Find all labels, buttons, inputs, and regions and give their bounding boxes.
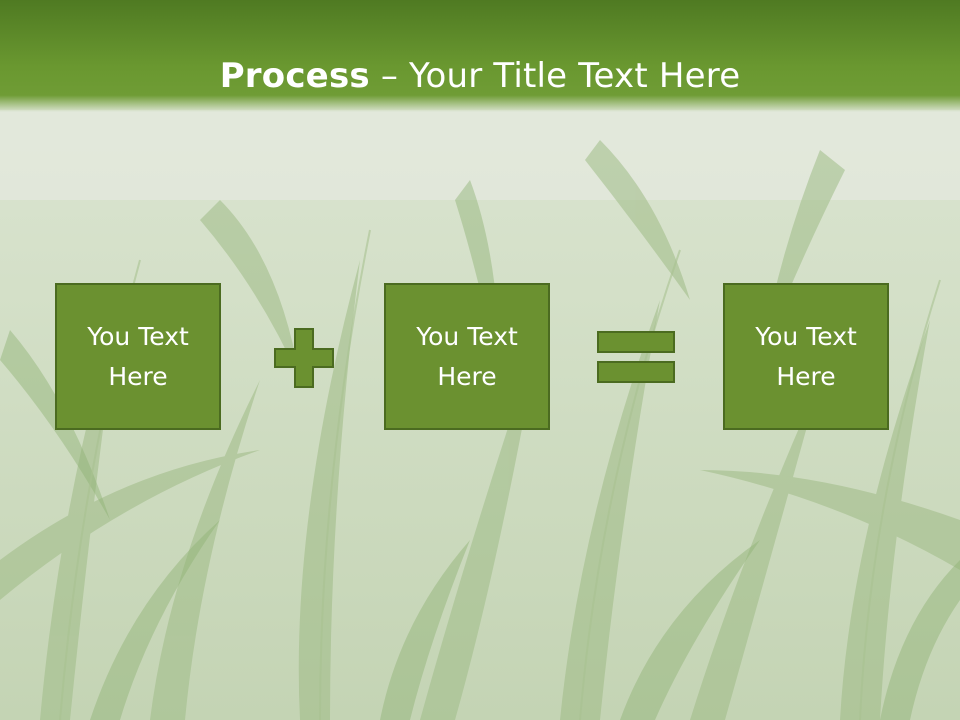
process-box-1: You Text Here — [55, 283, 221, 430]
equals-icon — [597, 331, 675, 383]
process-box-1-label: You Text Here — [87, 321, 189, 391]
process-box-3-label: You Text Here — [755, 321, 857, 391]
title-bold-text: Process — [219, 56, 370, 96]
title-bar — [0, 0, 960, 112]
process-box-3: You Text Here — [723, 283, 889, 430]
slide-title: Process – Your Title Text Here — [0, 50, 960, 102]
process-box-2-label: You Text Here — [416, 321, 518, 391]
process-box-2: You Text Here — [384, 283, 550, 430]
plus-icon — [274, 328, 334, 388]
title-rest-text: – Your Title Text Here — [369, 56, 741, 96]
